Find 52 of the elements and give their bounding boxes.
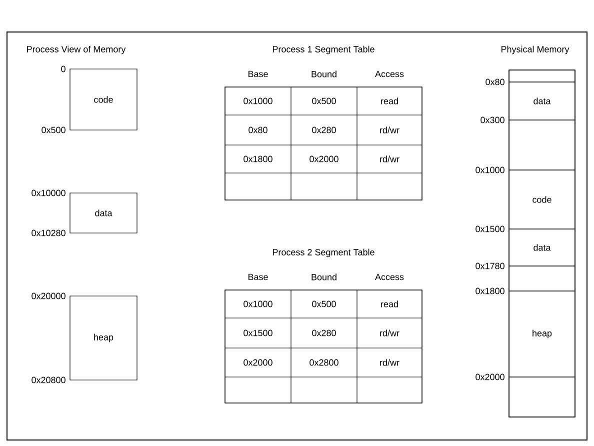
column-header: Bound [312,274,336,280]
table-cell: rd/wr [380,330,400,336]
address-label: 0x10000 [32,190,66,196]
address-label: 0x20800 [32,376,66,384]
empty-segment [508,376,576,418]
table-cell: 0x1800 [244,156,272,162]
table-cell: rd/wr [380,156,400,162]
column-header: Bound [312,70,336,78]
address-label: 0x20000 [32,292,66,300]
table-cell: 0x2000 [244,359,272,366]
table-cell: rd/wr [380,126,400,134]
address-label: 0x1780 [476,262,504,270]
address-label: 0x80 [486,78,504,86]
address-label: 0x10280 [32,230,66,236]
table-cell: 0x1000 [244,98,272,104]
empty-segment [508,70,576,82]
table-title: Process 1 Segment Table [272,46,374,54]
table-cell: 0x1500 [244,330,272,336]
column-header: Access [375,274,404,280]
table-cell: 0x2000 [310,156,338,162]
table-cell: 0x2800 [310,359,338,366]
memory-segment: data [508,228,576,266]
table-cell: 0x500 [312,300,336,308]
table-cell: 0x280 [312,126,336,134]
address-label: 0x1800 [476,288,504,294]
segment-box: data [70,192,138,234]
column-header: Access [375,70,404,78]
column-header: Base [248,274,268,280]
memory-segment: code [508,170,576,230]
table-cell: 0x280 [312,330,336,336]
table-cell: 0x1000 [244,300,272,308]
segment-box: code [70,68,138,130]
address-label: 0 [61,66,66,72]
memory-segment: data [508,82,576,120]
empty-segment [508,120,576,170]
column-heading: Physical Memory [501,46,570,54]
table-cell: read [381,300,398,308]
address-label: 0x1500 [476,226,504,232]
section-heading: Process View of Memory [27,46,126,54]
table-cell: 0x80 [248,126,268,134]
memory-segment: heap [508,290,576,378]
address-label: 0x300 [480,116,504,124]
table-cell: 0x500 [312,98,336,104]
segment-box: heap [70,296,138,380]
table-cell: rd/wr [380,359,400,366]
address-label: 0x1000 [476,166,504,174]
empty-segment [508,266,576,292]
address-label: 0x2000 [476,374,504,380]
table-cell: read [381,98,398,104]
address-label: 0x500 [42,126,66,134]
column-header: Base [248,70,268,78]
table-title: Process 2 Segment Table [272,248,374,258]
